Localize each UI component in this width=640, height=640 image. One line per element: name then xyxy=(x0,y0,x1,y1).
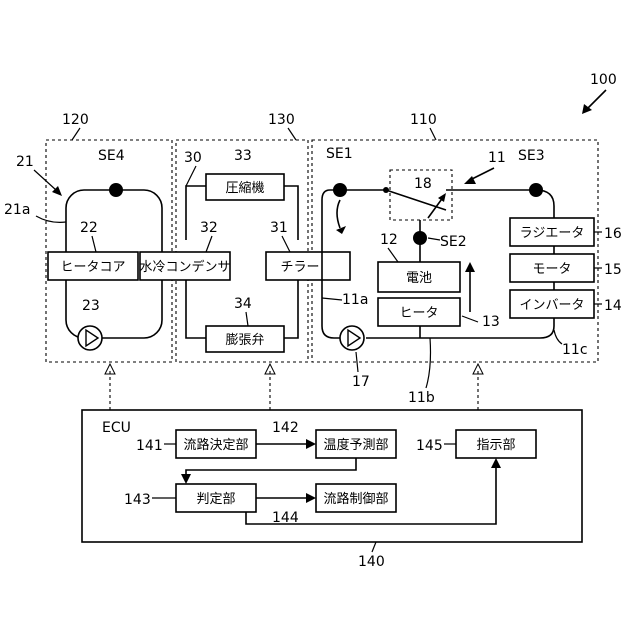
expansion-valve-ref: 34 xyxy=(234,296,252,312)
label-30: 30 xyxy=(184,150,202,166)
refrigerant-ref: 130 xyxy=(268,112,295,128)
temp-prediction-label: 温度予測部 xyxy=(323,437,388,453)
heater-core-label: ヒータコア xyxy=(60,260,125,275)
route-control-label: 流路制御部 xyxy=(323,491,388,507)
sensor-se1-label: SE1 xyxy=(326,146,353,162)
sensor-se4-label: SE4 xyxy=(98,148,125,164)
route-decision-label: 流路決定部 xyxy=(183,437,248,453)
system-ref: 100 xyxy=(590,72,617,88)
ecu-label: ECU xyxy=(102,420,131,436)
sensor-se3 xyxy=(529,183,543,197)
judgment-label: 判定部 xyxy=(196,492,235,507)
valve-18-blade xyxy=(386,190,446,210)
sensor-se2 xyxy=(413,231,427,245)
heater-ref: 13 xyxy=(482,314,500,330)
pipe-11c-ref: 11c xyxy=(562,342,588,358)
compressor-ref: 33 xyxy=(234,148,252,164)
inverter-ref: 14 xyxy=(604,298,622,314)
main-circuit-ref: 110 xyxy=(410,112,437,128)
chiller-ref: 31 xyxy=(270,220,288,236)
inverter-label: インバータ xyxy=(519,298,584,313)
battery-label: 電池 xyxy=(406,271,432,286)
route-decision-ref: 141 xyxy=(136,438,163,454)
circuit-21-ref: 21 xyxy=(16,154,34,170)
judgment-ref: 143 xyxy=(124,492,151,508)
water-condenser-ref: 32 xyxy=(200,220,218,236)
radiator-ref: 16 xyxy=(604,226,622,242)
heater-core-ref: 22 xyxy=(80,220,98,236)
motor-ref: 15 xyxy=(604,262,622,278)
chiller-label: チラー xyxy=(280,260,319,275)
sensor-se4 xyxy=(109,183,123,197)
pipe-11b-ref: 11b xyxy=(408,390,435,406)
temp-prediction-ref: 142 xyxy=(272,420,299,436)
pump-17-ref: 17 xyxy=(352,374,370,390)
water-loop-ref: 120 xyxy=(62,112,89,128)
ecu-ref: 140 xyxy=(358,554,385,570)
water-loop-unit-boundary xyxy=(46,140,172,362)
pump-23-ref: 23 xyxy=(82,298,100,314)
valve-18-ref: 18 xyxy=(414,176,432,192)
sensor-se2-label: SE2 xyxy=(440,234,467,250)
motor-label: モータ xyxy=(532,262,571,277)
sensor-se1 xyxy=(333,183,347,197)
radiator-label: ラジエータ xyxy=(520,226,585,241)
heater-label: ヒータ xyxy=(399,306,438,321)
circuit-11-ref: 11 xyxy=(488,150,506,166)
pipe-11a-ref: 11a xyxy=(342,292,368,308)
expansion-valve-label: 膨張弁 xyxy=(225,333,264,348)
water-condenser-label: 水冷コンデンサ xyxy=(139,259,230,275)
instruction-ref: 145 xyxy=(416,438,443,454)
battery-ref: 12 xyxy=(380,232,398,248)
instruction-label: 指示部 xyxy=(476,438,515,453)
pipe-21a-ref: 21a xyxy=(4,202,30,218)
compressor-label: 圧縮機 xyxy=(225,180,264,196)
sensor-se3-label: SE3 xyxy=(518,148,545,164)
